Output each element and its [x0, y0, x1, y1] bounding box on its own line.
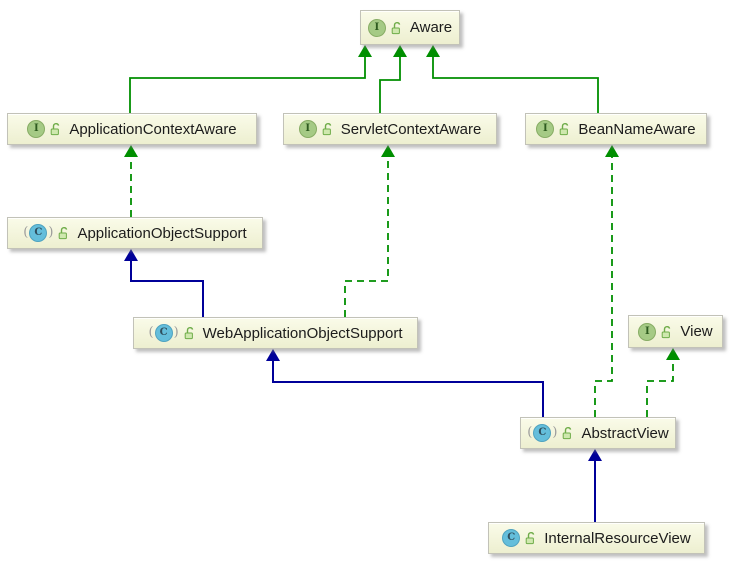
node-bean-name-aware[interactable]: I BeanNameAware: [525, 113, 707, 145]
unlocked-padlock-icon: [562, 426, 574, 440]
abstract-class-icon: (C): [23, 224, 53, 242]
unlocked-padlock-icon: [50, 122, 62, 136]
unlocked-padlock-icon: [322, 122, 334, 136]
node-abstract-view[interactable]: (C) AbstractView: [520, 417, 676, 449]
node-application-object-support[interactable]: (C) ApplicationObjectSupport: [7, 217, 263, 249]
unlocked-padlock-icon: [661, 325, 673, 339]
edge-servletcontextaware-extends-aware: [379, 45, 407, 113]
edge-webapplicationobjectsupport-extends-applicationobjectsupport: [124, 249, 204, 317]
edge-applicationcontextaware-extends-aware: [129, 45, 372, 113]
interface-icon: I: [638, 322, 657, 341]
interface-icon: I: [367, 18, 386, 37]
unlocked-padlock-icon: [559, 122, 571, 136]
unlocked-padlock-icon: [184, 326, 196, 340]
node-web-application-object-support[interactable]: (C) WebApplicationObjectSupport: [133, 317, 418, 349]
interface-icon: I: [536, 120, 555, 138]
node-label: ServletContextAware: [340, 120, 482, 138]
node-label: InternalResourceView: [544, 529, 691, 547]
node-servlet-context-aware[interactable]: I ServletContextAware: [283, 113, 497, 145]
node-label: ApplicationContextAware: [69, 120, 237, 138]
node-label: AbstractView: [581, 424, 669, 442]
node-label: ApplicationObjectSupport: [77, 224, 247, 242]
edge-beannameaware-extends-aware: [426, 45, 599, 113]
unlocked-padlock-icon: [58, 226, 70, 240]
node-aware[interactable]: I Aware: [360, 10, 460, 45]
edge-applicationobjectsupport-implements-applicationcontextaware: [124, 145, 138, 217]
interface-icon: I: [27, 120, 46, 138]
abstract-class-icon: (C): [527, 424, 557, 442]
unlocked-padlock-icon: [525, 531, 537, 545]
node-label: BeanNameAware: [578, 120, 696, 138]
interface-icon: I: [298, 120, 317, 138]
node-view[interactable]: I View: [628, 315, 723, 348]
node-label: View: [680, 323, 713, 340]
edge-internalresourceview-extends-abstractview: [588, 449, 602, 522]
class-icon: C: [502, 529, 521, 547]
abstract-class-icon: (C): [149, 324, 179, 342]
unlocked-padlock-icon: [391, 21, 403, 35]
node-application-context-aware[interactable]: I ApplicationContextAware: [7, 113, 257, 145]
edge-webapplicationobjectsupport-implements-servletcontextaware: [344, 145, 395, 317]
edge-abstractview-implements-view: [646, 348, 680, 417]
edge-abstractview-extends-webapplicationobjectsupport: [266, 349, 544, 417]
node-label: WebApplicationObjectSupport: [202, 324, 403, 342]
edge-abstractview-implements-beannameaware: [594, 145, 619, 417]
node-internal-resource-view[interactable]: C InternalResourceView: [488, 522, 705, 554]
node-label: Aware: [409, 19, 453, 36]
